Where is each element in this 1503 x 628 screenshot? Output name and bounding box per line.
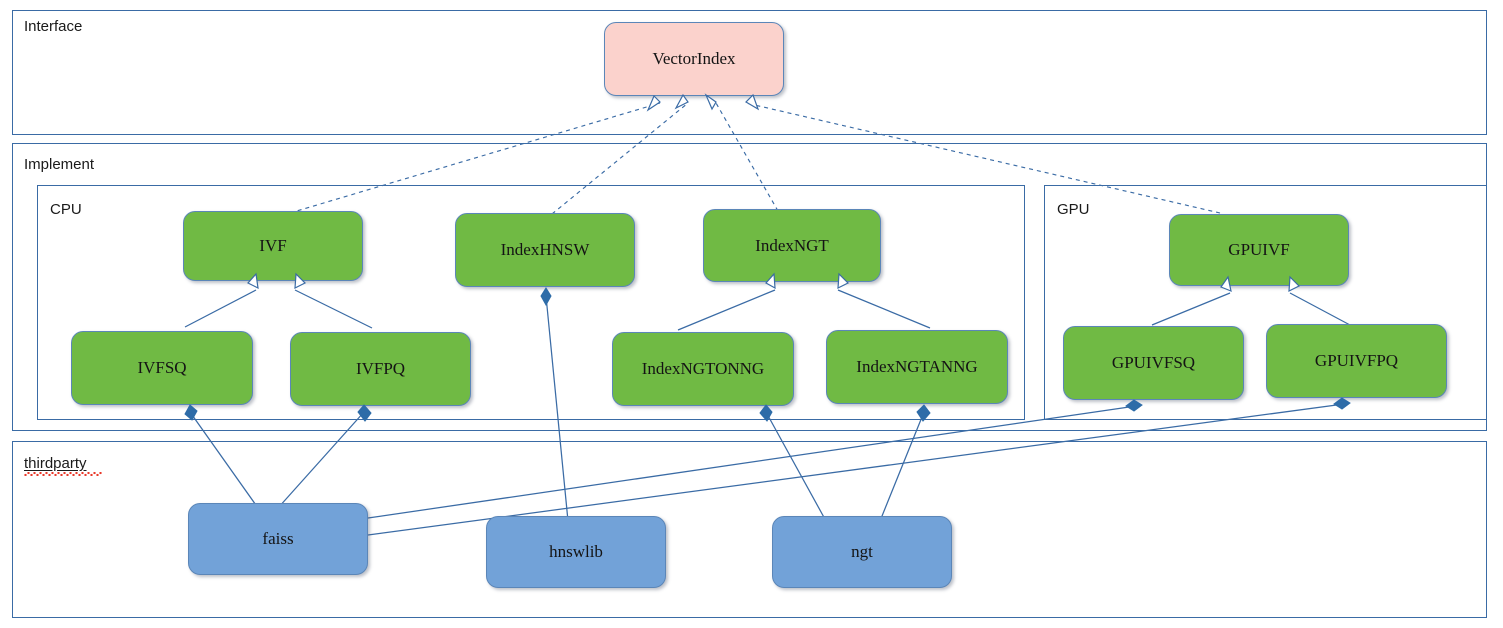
edge-indexngtanng-indexngt [837, 289, 931, 329]
node-hnswlib[interactable]: hnswlib [486, 516, 666, 588]
edge-faiss-ivfsq [189, 411, 259, 509]
edge-faiss-gpuivfsq [367, 405, 1137, 519]
container-gpu[interactable] [1044, 185, 1487, 420]
node-indexngt-label: IndexNGT [755, 235, 829, 255]
node-faiss-label: faiss [262, 529, 294, 548]
edge-ivfpq-ivf [294, 289, 373, 329]
node-ivfsq[interactable]: IVFSQ [71, 331, 253, 405]
edge-ngt-indexngtanng [879, 411, 925, 522]
node-gpuivf-label: GPUIVF [1228, 240, 1290, 259]
container-thirdparty[interactable] [12, 441, 1487, 618]
node-gpuivfsq-label: GPUIVFSQ [1111, 353, 1196, 372]
edge-gpuivfsq-gpuivf [1151, 292, 1231, 326]
node-ivfsq-label: IVFSQ [137, 358, 187, 377]
node-ivf-label: IVF [259, 236, 287, 255]
node-indexhnsw[interactable]: IndexHNSW [455, 213, 635, 287]
container-gpu-label: GPU [1057, 201, 1090, 218]
edge-faiss-ivfpq [277, 411, 365, 509]
node-vectorindex-label: VectorIndex [652, 49, 736, 68]
container-cpu-label: CPU [50, 201, 82, 218]
node-gpuivfpq-label: GPUIVFPQ [1314, 351, 1399, 370]
edge-gpuivfpq-gpuivf [1289, 292, 1351, 326]
node-indexhnsw-label: IndexHNSW [500, 240, 590, 259]
node-indexngt[interactable]: IndexNGT [703, 209, 881, 282]
node-indexngtanng[interactable]: IndexNGTANNG [826, 330, 1008, 404]
container-thirdparty-label: thirdparty [24, 455, 87, 472]
edge-faiss-gpuivfpq [367, 403, 1345, 536]
node-gpuivfsq[interactable]: GPUIVFSQ [1063, 326, 1244, 400]
node-hnswlib-label: hnswlib [549, 542, 603, 561]
node-gpuivf[interactable]: GPUIVF [1169, 214, 1349, 286]
container-interface-label: Interface [24, 18, 83, 35]
node-ivfpq[interactable]: IVFPQ [290, 332, 471, 406]
spellcheck-squiggle [24, 472, 102, 476]
edge-ivfsq-ivf [184, 289, 257, 328]
edge-indexhnsw-vectorindex [551, 102, 689, 215]
node-indexngtonng-label: IndexNGTONNG [641, 359, 765, 378]
node-ngt-label: ngt [851, 542, 873, 561]
container-cpu[interactable] [37, 185, 1025, 420]
edge-ngt-indexngtonng [765, 411, 827, 522]
node-faiss[interactable]: faiss [188, 503, 368, 575]
node-ngt[interactable]: ngt [772, 516, 952, 588]
edge-ivf-vectorindex [289, 102, 661, 214]
node-ivfpq-label: IVFPQ [355, 359, 406, 378]
node-ivf[interactable]: IVF [183, 211, 363, 281]
edge-gpuivf-vectorindex [745, 102, 1221, 214]
edge-hnswlib-indexhnsw [545, 295, 569, 522]
node-indexngtanng-label: IndexNGTANNG [856, 357, 978, 376]
node-vectorindex[interactable]: VectorIndex [604, 22, 784, 96]
edge-indexngt-vectorindex [715, 102, 779, 212]
container-implement-label: Implement [24, 156, 95, 173]
node-indexngtonng[interactable]: IndexNGTONNG [612, 332, 794, 406]
container-interface[interactable] [12, 10, 1487, 135]
node-gpuivfpq[interactable]: GPUIVFPQ [1266, 324, 1447, 398]
edge-indexngtonng-indexngt [677, 289, 776, 331]
